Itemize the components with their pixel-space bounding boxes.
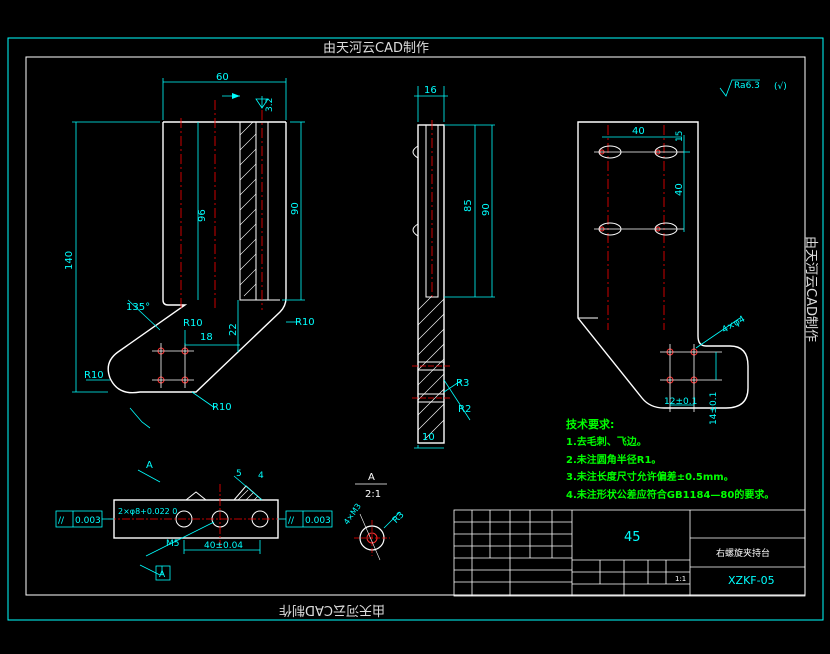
detail-label: A [368,472,375,483]
front-dim-96: 96 [197,209,208,222]
watermark-top: 由天河云CAD制作 [323,41,429,56]
back-roughness-suffix: (√) [774,81,787,92]
tech-item-1: 1.去毛刺、飞边。 [566,435,647,448]
tech-item-3: 3.未注长度尺寸允许偏差±0.5mm。 [566,470,734,483]
watermark-right: 由天河云CAD制作 [803,236,818,342]
tech-title: 技术要求: [566,417,614,431]
outer-frame [7,37,824,621]
side-dim-width-bottom: 10 [422,432,435,443]
front-dim-angle: 135° [126,302,150,313]
back-dim-12: 12±0.1 [664,397,697,407]
back-dim-h40: 40 [674,183,685,196]
bottom-datum: A [159,570,166,580]
detail-view: A 2:1 4×M3 R3 [342,472,407,561]
front-dim-r10-b: R10 [295,317,315,328]
watermark-bottom: 由天河云CAD制作 [279,602,385,617]
back-dim-w40: 40 [632,126,645,137]
front-view: 60 140 96 90 135° R10 18 22 R10 R10 R10 … [64,72,315,429]
bottom-view: A // 0.003 // 0.003 2×φ8+0.022 0 M5 40±0… [55,460,333,581]
front-dim-18: 18 [200,332,213,343]
back-roughness: Ra6.3 [734,81,760,91]
bottom-tol-left: 0.003 [75,516,101,526]
inner-frame [25,56,806,596]
front-dim-height-total: 140 [64,251,75,270]
front-outline [107,122,287,394]
front-dim-d2: 3.2 [265,98,275,112]
front-dim-90: 90 [290,202,301,215]
front-dim-r10-a: R10 [183,318,203,329]
bottom-hole-dim: 2×φ8+0.022 0 [118,507,177,516]
back-dim-holes: 4×φ4 [721,314,748,335]
side-dim-85: 85 [463,199,474,212]
tech-item-4: 4.未注形状公差应符合GB1184—80的要求。 [566,488,774,501]
bottom-d5: 5 [236,469,242,479]
side-view: 16 85 90 10 R3 R2 [412,85,495,449]
bottom-label-a: A [146,460,153,471]
title-material: 45 [624,530,641,545]
bottom-dist: 40±0.04 [204,541,243,551]
side-dim-width-top: 16 [424,85,437,96]
detail-r3: R3 [391,510,407,526]
side-dim-90: 90 [481,203,492,216]
back-dim-14: 14±0.1 [709,392,719,425]
bottom-sym-right: // [288,516,295,526]
tech-item-2: 2.未注圆角半径R1。 [566,453,661,466]
bottom-m-dim: M5 [166,539,180,549]
bottom-sym-left: // [58,516,65,526]
back-view: Ra6.3 (√) 40 15 40 4×φ4 12±0.1 14±0.1 [577,79,787,425]
front-dim-r10-c: R10 [84,370,104,381]
title-part-name: 右螺旋夹持台 [716,547,770,559]
front-dim-r10-d: R10 [212,402,232,413]
side-dim-r2: R2 [458,404,471,415]
title-scale: 1:1 [675,575,686,583]
back-dim-15: 15 [675,131,685,142]
detail-scale: 2:1 [365,489,381,500]
side-dim-r3: R3 [456,378,469,389]
bottom-tol-right: 0.003 [305,516,331,526]
title-drawing-no: XZKF-05 [728,574,775,587]
front-dim-22: 22 [228,323,239,336]
front-dim-width: 60 [216,72,229,83]
bottom-d4: 4 [258,471,264,481]
tech-requirements: 技术要求: 1.去毛刺、飞边。 2.未注圆角半径R1。 3.未注长度尺寸允许偏差… [566,417,774,501]
title-block [453,509,806,597]
